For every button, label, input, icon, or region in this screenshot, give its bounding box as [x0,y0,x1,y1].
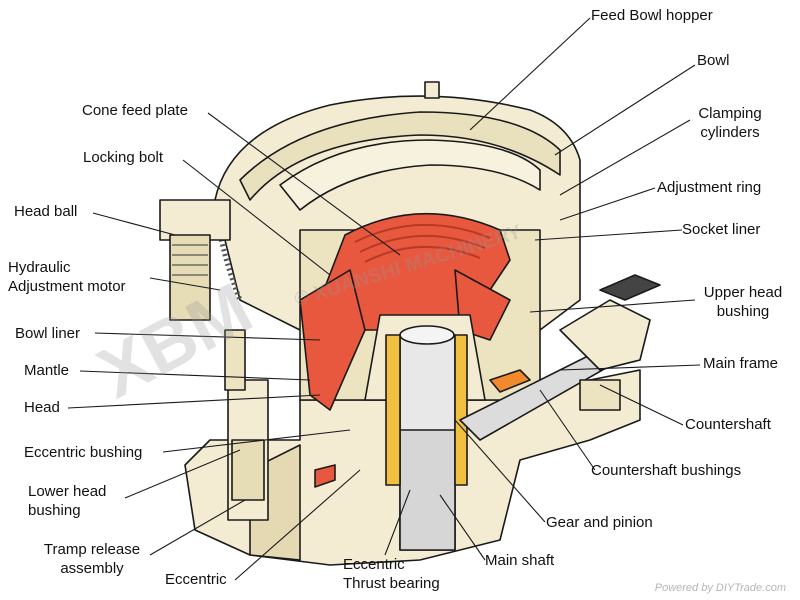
label-cone-feed-plate: Cone feed plate [82,102,188,119]
label-tramp-release-assembly: Tramp release assembly [43,541,141,577]
label-clamping-cylinders: Clamping cylinders [698,105,762,141]
label-head-ball: Head ball [14,203,78,220]
label-gear-and-pinion: Gear and pinion [546,514,653,531]
label-lower-head-bushing: Lower head bushing [28,483,107,519]
label-upper-head-bushing: Upper head bushing [703,284,783,320]
label-eccentric: Eccentric [165,571,227,588]
label-socket-liner: Socket liner [682,221,761,238]
label-main-shaft: Main shaft [485,552,555,569]
label-head: Head [24,399,60,416]
label-eccentric-thrust-bearing: Eccentric Thrust bearing [343,556,440,592]
mantle-side-left [299,269,366,411]
label-locking-bolt: Locking bolt [83,149,164,166]
credit-text: Powered by DIYTrade.com [654,582,786,594]
label-adjustment-ring: Adjustment ring [657,179,762,196]
label-countershaft-bushings: Countershaft bushings [591,462,742,479]
hydraulic-motor [159,199,231,241]
label-main-frame: Main frame [703,355,779,372]
label-feed-bowl-hopper: Feed Bowl hopper [591,7,713,24]
label-bowl-liner: Bowl liner [15,325,81,342]
label-eccentric-bushing: Eccentric bushing [24,444,143,461]
label-hydraulic-adjustment-motor: Hydraulic Adjustment motor [8,259,126,295]
leader-lines [67,17,701,581]
label-bowl: Bowl [697,52,730,69]
label-countershaft: Countershaft [685,416,771,433]
label-mantle: Mantle [24,362,70,379]
